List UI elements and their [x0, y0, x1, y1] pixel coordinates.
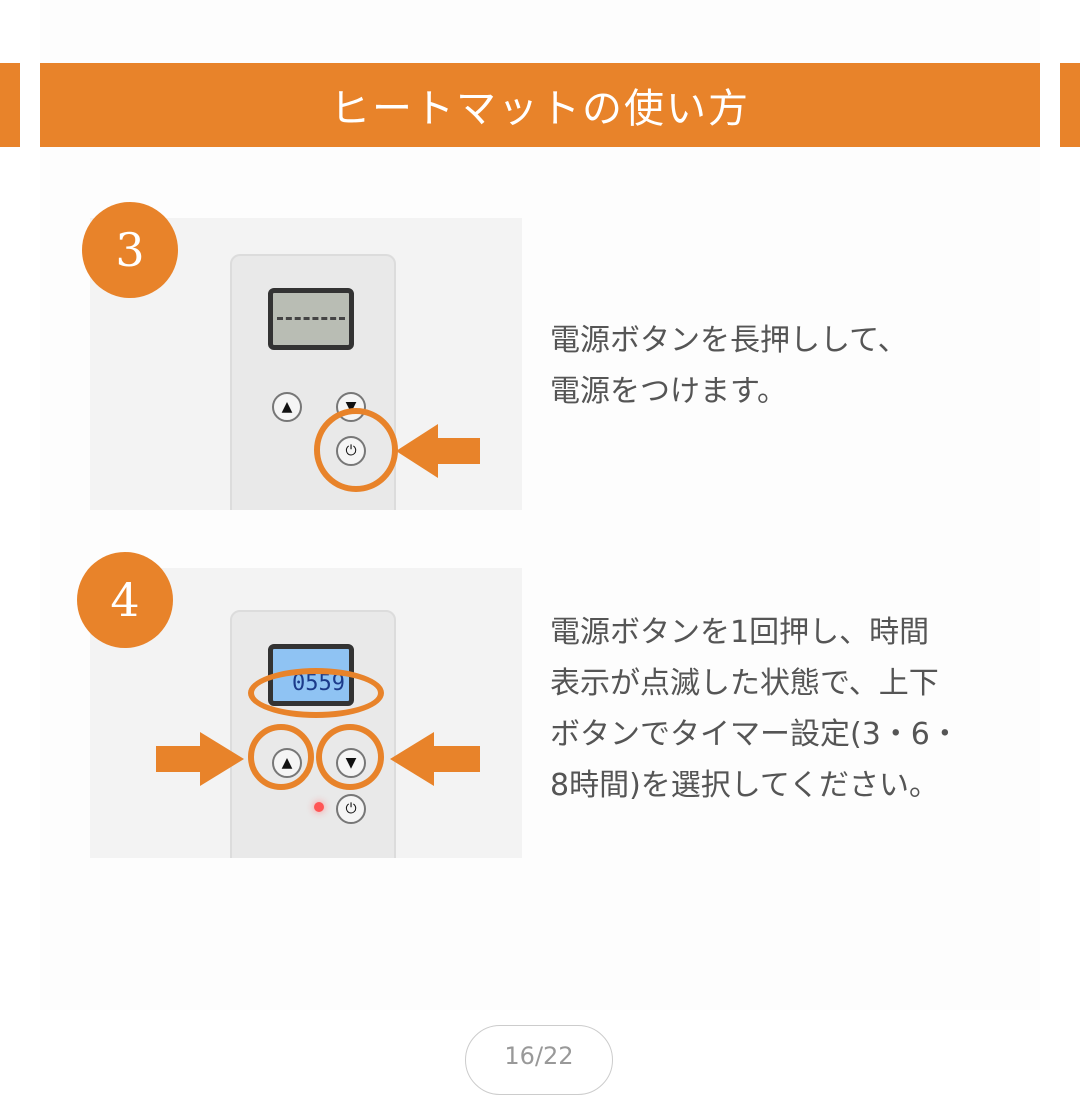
next-slide-edge[interactable]: [1060, 63, 1080, 147]
arrow-left-icon: [436, 438, 480, 464]
arrow-head: [396, 424, 438, 478]
arrow-right-icon: [156, 746, 202, 772]
arrow-head: [200, 732, 244, 786]
arrow-head: [390, 732, 434, 786]
lcd-screen: [268, 288, 354, 350]
step-4-text: 電源ボタンを1回押し、時間 表示が点滅した状態で、上下 ボタンでタイマー設定(3…: [550, 615, 960, 803]
power-led: [314, 802, 324, 812]
display-highlight-ring: [248, 668, 384, 718]
step-3-text: 電源ボタンを長押しして、 電源をつけます。: [550, 323, 908, 409]
page-title: ヒートマットの使い方: [40, 63, 1040, 147]
prev-slide-edge[interactable]: [0, 63, 20, 147]
arrow-left-icon: [432, 746, 480, 772]
power-button[interactable]: ⏻: [336, 794, 366, 824]
up-highlight-ring: [248, 724, 314, 790]
step-number-4: 4: [77, 552, 173, 648]
page-indicator: 16/22: [465, 1025, 613, 1095]
step-number-3: 3: [82, 202, 178, 298]
up-button[interactable]: ▲: [272, 392, 302, 422]
step-4-photo: 0559 ▲ ▼ ⏻: [90, 568, 522, 858]
highlight-ring: [314, 408, 398, 492]
down-highlight-ring: [316, 724, 384, 790]
